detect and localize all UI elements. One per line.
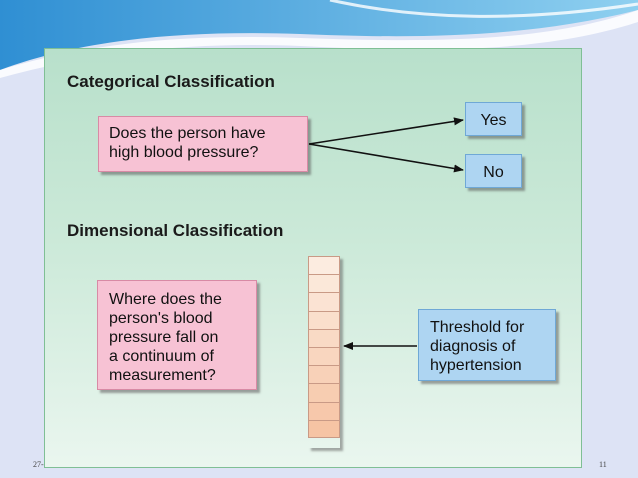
threshold-line-3: hypertension	[430, 357, 522, 374]
categorical-question-box: Does the person have high blood pressure…	[98, 116, 308, 172]
dimensional-heading: Dimensional Classification	[67, 221, 284, 240]
measurement-continuum-scale	[308, 256, 340, 448]
scale-cell	[308, 346, 340, 366]
scale-cell	[308, 292, 340, 311]
no-box: No	[465, 154, 522, 188]
scale-cell	[308, 401, 340, 420]
scale-cell	[308, 310, 340, 329]
threshold-line-2: diagnosis of	[430, 338, 516, 355]
dimensional-question-line-3: pressure fall on	[109, 329, 219, 346]
scale-cell	[308, 383, 340, 402]
threshold-box: Threshold for diagnosis of hypertension	[418, 309, 556, 381]
yes-box: Yes	[465, 102, 522, 136]
threshold-line-1: Threshold for	[430, 319, 525, 336]
scale-cell	[308, 274, 340, 293]
dimensional-question-line-4: a continuum of	[109, 348, 214, 365]
categorical-question-line-2: high blood pressure?	[109, 144, 259, 161]
categorical-heading: Categorical Classification	[67, 72, 275, 91]
dimensional-question-line-1: Where does the	[109, 291, 222, 308]
yes-label: Yes	[480, 112, 507, 129]
scale-cell	[308, 328, 340, 347]
dimensional-question-line-2: person's blood	[109, 310, 213, 327]
scale-cell	[308, 365, 340, 384]
scale-cell	[308, 419, 340, 438]
categorical-question-line-1: Does the person have	[109, 125, 266, 142]
footer-page-number: 11	[599, 460, 607, 469]
footer-date: 27-	[33, 460, 44, 469]
dimensional-question-line-5: measurement?	[109, 367, 216, 384]
dimensional-question-box: Where does the person's blood pressure f…	[97, 280, 257, 390]
scale-cell	[308, 256, 340, 275]
no-label: No	[483, 164, 504, 181]
